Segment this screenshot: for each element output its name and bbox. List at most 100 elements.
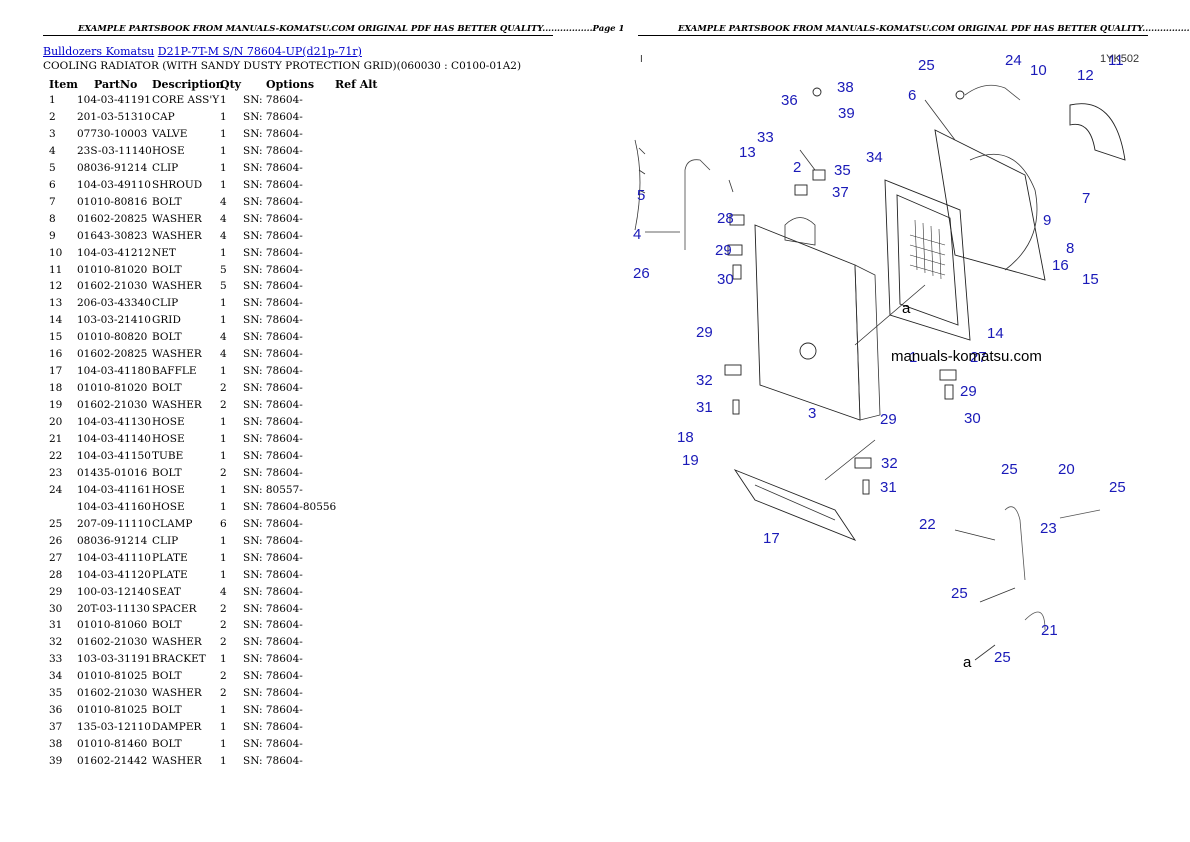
cell-qty: 4: [220, 348, 227, 361]
cell-description: HOSE: [152, 416, 185, 429]
callout-18: 18: [677, 429, 694, 446]
cell-options: SN: 78604-: [243, 534, 303, 547]
cell-options: SN: 78604-: [243, 382, 303, 395]
cell-qty: 1: [220, 94, 227, 106]
callout-5: 5: [637, 187, 645, 204]
cell-item: 12: [49, 280, 63, 293]
cell-partno: 01602-21030: [77, 687, 148, 700]
cell-qty: 1: [220, 297, 227, 310]
cell-options: SN: 78604-: [243, 331, 303, 344]
header-rule: [638, 35, 1148, 36]
cell-options: SN: 78604-: [243, 653, 303, 666]
callout-32: 32: [696, 372, 713, 389]
callout-25: 25: [918, 57, 935, 74]
cell-partno: 01010-81020: [77, 382, 148, 395]
cell-description: VALVE: [152, 127, 188, 140]
cell-options: SN: 78604-: [243, 263, 303, 276]
cell-options: SN: 78604-: [243, 449, 303, 462]
cap-2-part: [794, 184, 808, 196]
cell-item: 18: [49, 382, 63, 395]
cell-description: BOLT: [152, 195, 182, 208]
cell-item: 33: [49, 653, 63, 666]
cell-qty: 1: [220, 433, 227, 445]
cell-partno: 01602-20825: [77, 348, 148, 361]
cell-item: 36: [49, 704, 63, 717]
cell-partno: 01010-81460: [77, 738, 148, 751]
cell-description: HOSE: [152, 144, 185, 157]
cell-description: HOSE: [152, 433, 185, 445]
net-10-part: [1069, 103, 1126, 161]
cell-description: CLAMP: [152, 517, 193, 530]
cell-partno: 08036-91214: [77, 534, 148, 547]
cell-partno: 103-03-31191: [77, 653, 151, 666]
cell-qty: 1: [220, 534, 227, 547]
cell-partno: 01010-81025: [77, 704, 148, 717]
cell-item: 28: [49, 568, 63, 581]
col-header-refalt: Ref Alt: [335, 78, 378, 91]
cell-item: 10: [49, 246, 63, 259]
callout-23: 23: [1040, 520, 1057, 537]
cell-description: HOSE: [152, 500, 185, 513]
callout-25: 25: [994, 649, 1011, 666]
cell-item: 24: [49, 483, 63, 496]
cell-description: WASHER: [152, 399, 202, 412]
callout-21: 21: [1041, 622, 1058, 639]
callout-8: 8: [1066, 240, 1074, 257]
cell-partno: 01643-30823: [77, 229, 148, 242]
cell-qty: 2: [220, 670, 227, 683]
cell-qty: 1: [220, 721, 227, 734]
cell-options: SN: 78604-: [243, 636, 303, 649]
cell-options: SN: 78604-: [243, 297, 303, 310]
cell-description: PLATE: [152, 551, 188, 564]
callout-11: 11: [1108, 52, 1124, 69]
cell-item: 29: [49, 585, 63, 598]
cell-options: SN: 78604-: [243, 670, 303, 683]
cell-description: BOLT: [152, 331, 182, 344]
parts-list-page: EXAMPLE PARTSBOOK FROM MANUALS-KOMATSU.C…: [43, 24, 624, 768]
cell-options: SN: 78604-: [243, 517, 303, 530]
cell-options: SN: 78604-: [243, 687, 303, 700]
cell-item: 2: [49, 110, 56, 123]
cell-partno: 201-03-51310: [77, 110, 151, 123]
cell-item: 11: [49, 263, 63, 276]
cell-item: 16: [49, 348, 63, 361]
callout-22: 22: [919, 516, 936, 533]
cell-qty: 1: [220, 551, 227, 564]
cell-item: 21: [49, 433, 63, 445]
cell-qty: 1: [220, 144, 227, 157]
breadcrumb-link-model[interactable]: D21P-7T-M S/N 78604-UP(d21p-71r): [157, 45, 362, 58]
callout-25: 25: [1001, 461, 1018, 478]
cell-item: 23: [49, 466, 63, 479]
cell-description: BOLT: [152, 619, 182, 632]
radiator-side-tank: [854, 264, 881, 421]
hose-20-part: [1059, 509, 1101, 519]
spacer-30b-part: [944, 384, 954, 400]
hose-24-part: [964, 84, 1021, 101]
seat-29c-part: [854, 457, 872, 469]
cell-qty: 5: [220, 263, 227, 276]
callout-37: 37: [832, 184, 849, 201]
cell-options: SN: 78604-: [243, 738, 303, 751]
cell-options: SN: 78604-: [243, 416, 303, 429]
cell-qty: 1: [220, 110, 227, 123]
cell-item: 39: [49, 755, 63, 768]
callout-16: 16: [1052, 257, 1069, 274]
callout-25: 25: [951, 585, 968, 602]
cell-partno: 01010-81060: [77, 619, 148, 632]
cell-description: WASHER: [152, 212, 202, 225]
cell-item: 25: [49, 517, 63, 530]
cell-description: BOLT: [152, 263, 182, 276]
cell-description: NET: [152, 246, 176, 259]
callout-1: 1: [909, 349, 917, 366]
breadcrumb-link-bulldozers[interactable]: Bulldozers Komatsu: [43, 45, 155, 58]
callout-30: 30: [717, 271, 734, 288]
cell-options: SN: 78604-: [243, 585, 303, 598]
cell-options: SN: 80557-: [243, 483, 303, 496]
callout-33: 33: [757, 129, 774, 146]
clamp-25-part: [955, 90, 965, 100]
col-header-options: Options: [266, 78, 315, 91]
cell-partno: 104-03-41161: [77, 483, 151, 496]
callout-32: 32: [881, 455, 898, 472]
cell-partno: 207-09-11110: [77, 517, 151, 530]
